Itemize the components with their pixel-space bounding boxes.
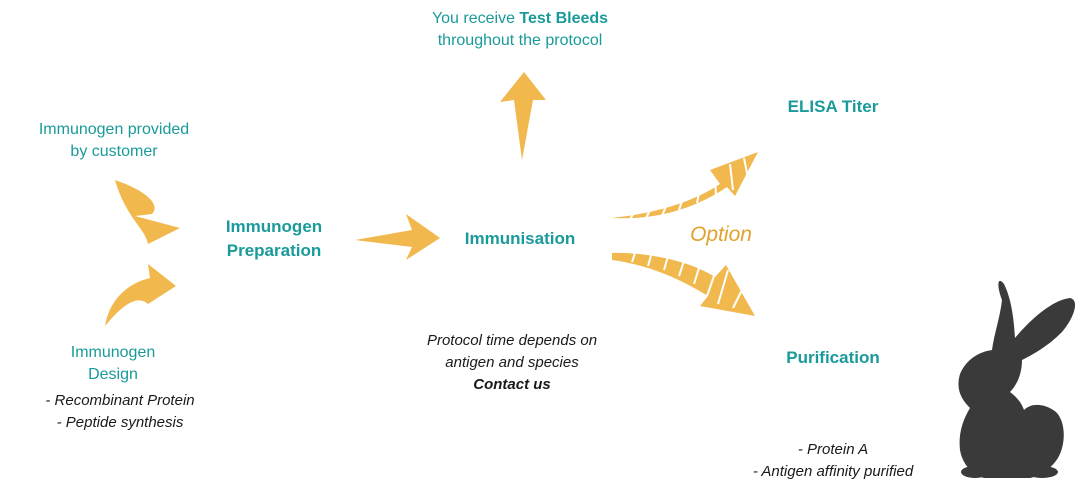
preparation-step: Immunogen Preparation [204, 215, 344, 263]
design-to-preparation-arrow [105, 264, 176, 326]
design-option-recombinant: - Recombinant Protein [45, 392, 195, 409]
test-bleeds-bold: Test Bleeds [519, 10, 609, 27]
design-option-peptide: - Peptide synthesis [56, 414, 184, 431]
customer-line-2: by customer [70, 143, 158, 160]
protocol-line-1: Protocol time depends on [426, 332, 598, 349]
to-elisa-arrow [612, 152, 758, 223]
protocol-line-2: antigen and species [445, 354, 579, 371]
customer-to-preparation-arrow [115, 180, 180, 244]
purification-options-list: - Protein A - Antigen affinity purified [720, 439, 946, 483]
immunisation-step: Immunisation [464, 229, 576, 248]
purification-option-affinity: - Antigen affinity purified [752, 463, 914, 480]
customer-line-1: Immunogen provided [38, 121, 190, 138]
purification-option-protein-a: - Protein A [797, 441, 869, 458]
test-bleeds-line-1: You receive Test Bleeds [410, 8, 630, 30]
contact-us-link[interactable]: Contact us [473, 376, 551, 393]
preparation-line-1: Immunogen [225, 217, 323, 236]
rabbit-silhouette-icon [958, 280, 1076, 478]
preparation-to-immunisation-arrow [355, 214, 440, 260]
design-label: Immunogen Design [50, 342, 176, 386]
test-bleeds-line-2: throughout the protocol [437, 32, 603, 49]
option-label: Option [690, 223, 752, 246]
preparation-line-2: Preparation [226, 241, 322, 260]
design-line-1: Immunogen [70, 344, 156, 361]
design-line-2: Design [88, 366, 138, 383]
test-bleeds-note: You receive Test Bleeds throughout the p… [410, 8, 630, 52]
design-options-list: - Recombinant Protein - Peptide synthesi… [20, 390, 220, 434]
elisa-titer-step: ELISA Titer [787, 97, 879, 116]
to-purification-arrow [612, 249, 755, 316]
immunisation-to-test-bleeds-arrow [500, 72, 546, 160]
test-bleeds-prefix: You receive [431, 10, 520, 27]
customer-immunogen-label: Immunogen provided by customer [22, 119, 206, 163]
purification-step: Purification [786, 348, 880, 367]
protocol-note: Protocol time depends on antigen and spe… [402, 330, 622, 396]
